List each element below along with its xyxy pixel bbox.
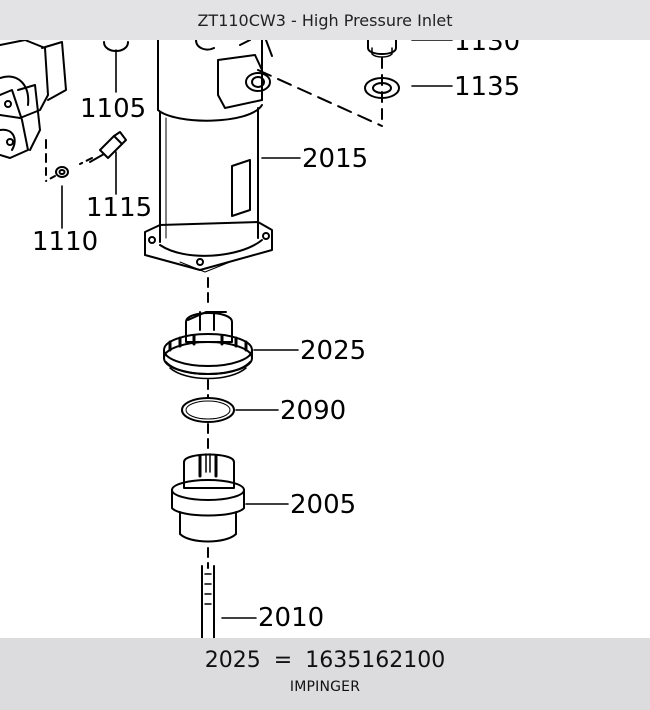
callout-1115[interactable]: 1115 [86,193,152,223]
callout-2010[interactable]: 2010 [258,603,324,633]
exploded-parts-diagram: 1130 1135 1105 1115 1110 2015 2025 2090 … [0,40,520,638]
impinger-part-2025[interactable] [163,311,253,380]
housing-part-2015[interactable] [144,40,273,273]
title-bar: ZT110CW3 - High Pressure Inlet [0,0,650,40]
callout-1130[interactable]: 1130 [454,40,520,57]
part-reference: 2025 [204,648,261,673]
callout-2005[interactable]: 2005 [290,490,356,520]
nozzle-part-2005[interactable] [171,453,245,543]
tube-part-2010[interactable] [201,565,215,638]
oring-part-2090[interactable] [181,397,235,423]
part-number: 1635162100 [305,648,446,673]
screw-part-1115[interactable] [89,131,127,163]
washer-part-1110[interactable] [55,166,69,178]
left-flange-assembly [0,40,67,159]
callout-2090[interactable]: 2090 [280,396,346,426]
callout-1135[interactable]: 1135 [454,72,520,102]
oring-part-1135[interactable] [364,77,400,99]
part-name: IMPINGER [289,679,361,695]
page-title: ZT110CW3 - High Pressure Inlet [197,10,453,30]
callout-2015[interactable]: 2015 [302,144,368,174]
part-info-panel: 2025 = 1635162100 IMPINGER [0,638,650,710]
equals-sign: = [273,648,293,673]
fitting-part-1130[interactable] [367,40,397,58]
leader-lines [61,40,453,619]
part-number-line: 2025 = 1635162100 [0,648,650,673]
callout-2025[interactable]: 2025 [300,336,366,366]
callout-1105[interactable]: 1105 [80,94,146,124]
callout-1110[interactable]: 1110 [32,227,98,257]
